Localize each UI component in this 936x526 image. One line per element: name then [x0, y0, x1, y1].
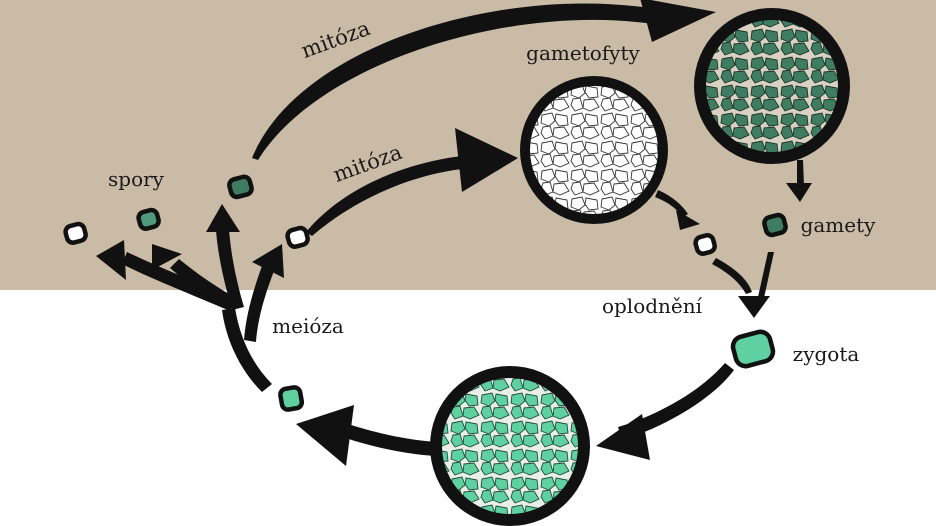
meiosis-arrowhead-1: [96, 240, 126, 280]
spore-green-mid: [136, 207, 161, 231]
sporophyte-to-mother-cell-arrow: [340, 423, 438, 456]
dark-gamete-arrowhead: [786, 183, 812, 202]
fertilization-label: oplodnění: [602, 294, 703, 318]
meiosis-arrow-4: [244, 266, 274, 342]
zygote-label: zygota: [793, 342, 860, 366]
dark-gametophyte-to-gamete-arrow: [797, 160, 804, 186]
gametes-label: gamety: [801, 213, 877, 237]
young-gametophyte: [520, 76, 668, 224]
white-gametophyte-to-gamete-arrow: [655, 190, 688, 217]
white-gamete-arrowhead: [676, 210, 700, 230]
spores-label: spory: [108, 167, 165, 191]
meiosis-arrow-2: [170, 259, 238, 310]
meiosis-arrowhead-2: [152, 244, 182, 270]
zygote-cell: [730, 329, 776, 369]
mitosis-mid-arrowhead: [455, 128, 518, 192]
meiosis-arrowhead-3: [206, 204, 240, 232]
meiosis-label: meióza: [272, 314, 344, 338]
mitosis-top-arrow: [252, 3, 672, 160]
fertilization-arrowhead: [738, 296, 770, 318]
zygote-sporophyte-arrowhead: [596, 414, 650, 460]
mitosis-top-arrowhead: [640, 0, 716, 42]
small-cells: [63, 174, 788, 412]
mitosis-mid-arrow: [306, 155, 472, 236]
gamete-white: [693, 233, 717, 256]
gametophytes-label: gametofyty: [526, 41, 640, 65]
meiosis-arrow-3: [216, 229, 244, 310]
meiosis-arrowhead-4: [252, 244, 284, 278]
spore-dark-upper: [227, 174, 254, 200]
gamete-dark: [762, 212, 788, 238]
mother-cell-arrowhead: [296, 405, 354, 466]
zygote-to-sporophyte-arrow: [618, 363, 734, 440]
mature-gametophyte: [694, 8, 850, 164]
fertilization-arrow-left: [712, 258, 752, 294]
sporophyte: [430, 366, 590, 526]
spore-white-left: [63, 221, 88, 245]
fertilization-arrow-right: [758, 252, 774, 298]
spore-mother-cell: [278, 385, 305, 412]
arrows: [96, 0, 812, 466]
meiosis-stem: [222, 308, 272, 392]
spore-white-right: [285, 225, 310, 249]
